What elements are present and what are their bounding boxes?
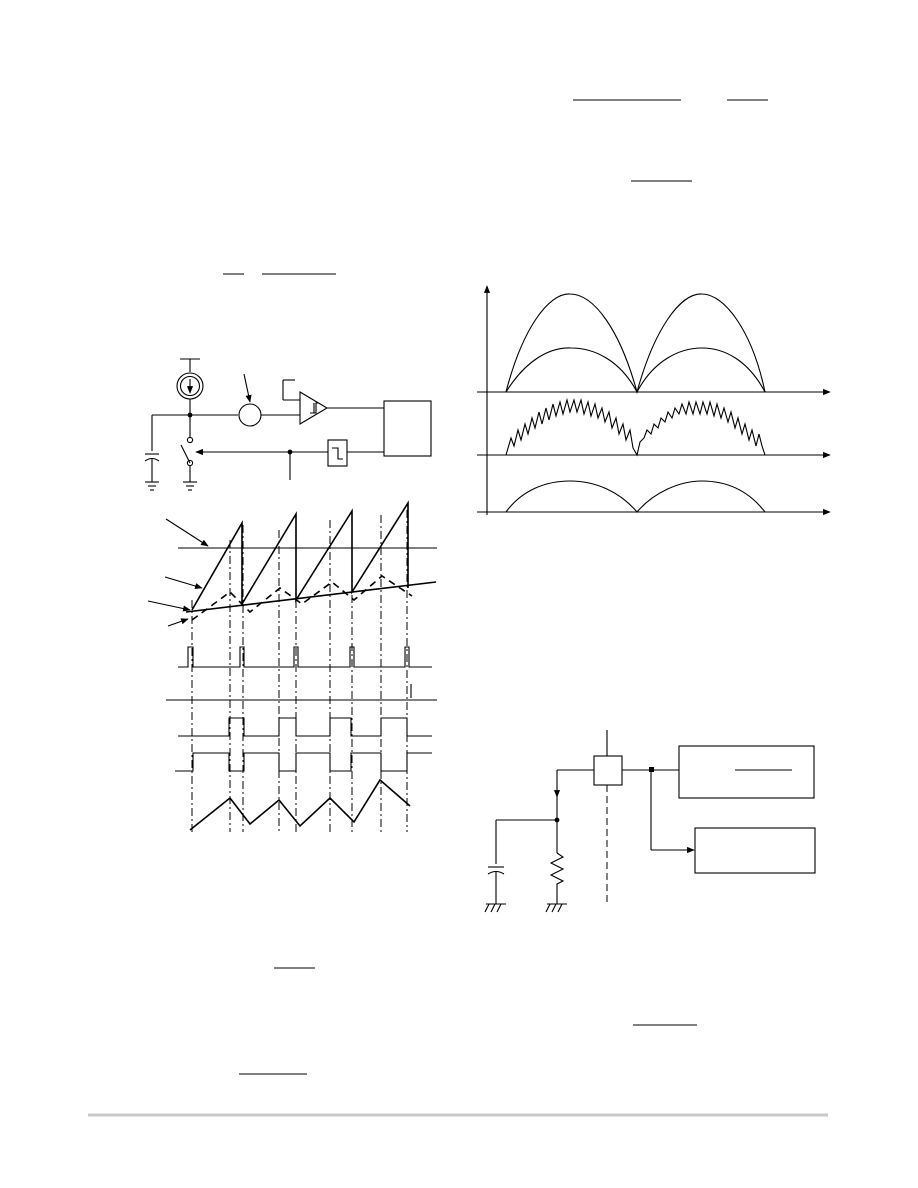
block-diagram xyxy=(484,730,816,913)
resistor-symbol xyxy=(549,852,565,904)
timing-diagram xyxy=(147,500,437,832)
summing-junction xyxy=(238,403,262,427)
capacitor-plate-curved xyxy=(487,870,505,875)
ramp-waveform xyxy=(191,500,409,611)
output-b-waveform xyxy=(175,752,432,772)
inner-envelope-curve xyxy=(505,347,766,394)
pulse-block xyxy=(327,439,348,467)
callout-arrow xyxy=(165,518,209,547)
switch-contact xyxy=(186,459,194,467)
clock-pulse-waveform xyxy=(178,646,432,668)
callout-arrow xyxy=(164,576,203,589)
ground-hatch xyxy=(496,903,502,913)
junction-square xyxy=(649,767,654,772)
chip-pin-block xyxy=(593,755,623,786)
comparator-symbol xyxy=(299,391,329,425)
equation-fraction-bars xyxy=(223,99,768,1075)
rectified-waveform-plots xyxy=(477,285,831,516)
current-source-inner xyxy=(179,375,201,397)
capacitor-plate-curved xyxy=(144,457,160,462)
offset-input-arrow xyxy=(243,373,252,403)
ground-hatch xyxy=(490,903,496,913)
chopped-current-waveform xyxy=(505,397,766,457)
ground-hatch xyxy=(557,903,563,913)
ground-hatch xyxy=(551,903,557,913)
ground-hatch xyxy=(484,903,490,913)
callout-arrow xyxy=(167,618,189,627)
triangle-waveform xyxy=(189,778,411,831)
output-a-waveform xyxy=(178,717,432,737)
switch-contact xyxy=(186,436,194,444)
error-triangle-waveform xyxy=(191,574,413,621)
hysteresis-mark xyxy=(310,402,318,414)
upper-function-block xyxy=(678,745,815,799)
oscillator-schematic xyxy=(144,358,432,491)
pulse-glyph xyxy=(332,447,343,460)
reference-ramp-line xyxy=(185,581,437,613)
logic-block xyxy=(383,400,432,457)
average-current-waveform xyxy=(505,480,766,513)
switch-blade xyxy=(180,444,191,464)
outer-envelope-curve xyxy=(505,293,766,395)
lower-function-block xyxy=(694,827,816,874)
callout-arrow xyxy=(147,600,191,612)
ground-hatch xyxy=(545,903,551,913)
